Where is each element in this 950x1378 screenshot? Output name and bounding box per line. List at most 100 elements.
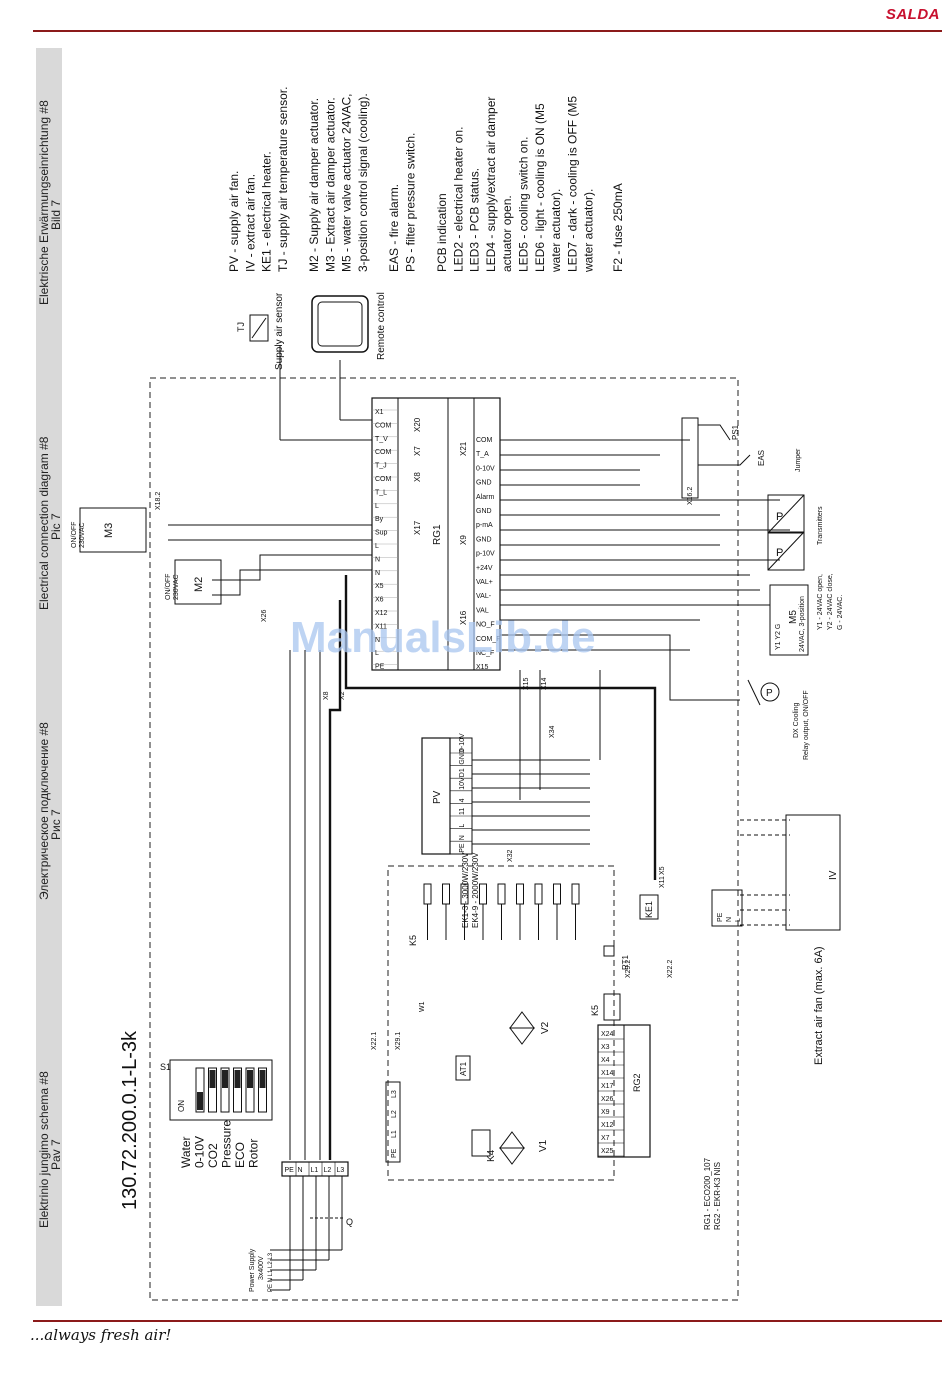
connector-tag: X2	[339, 691, 346, 700]
dip-switch	[208, 1067, 217, 1113]
connector-tag: X26	[261, 609, 268, 622]
heater-element	[553, 883, 561, 905]
rg1-left-terminal: N	[375, 570, 380, 577]
svg-text:AT1: AT1	[459, 1061, 468, 1076]
pv-terminal: 10V	[459, 777, 466, 790]
svg-text:ON: ON	[177, 1100, 186, 1112]
rg1-left-terminal: L	[375, 650, 379, 657]
iv-fan-block: IV Extract air fan (max. 6A)	[740, 814, 841, 1065]
connector-tag: X29.1	[395, 1032, 402, 1050]
legend-line: LED4 - supply/extract air damper	[484, 97, 498, 272]
s1-label: 0-10V	[193, 1136, 207, 1168]
relay-k4: K4	[471, 1129, 497, 1162]
pv-terminal: L	[459, 824, 466, 828]
legend-line: EAS - fire alarm.	[387, 184, 401, 272]
svg-text:EAS: EAS	[757, 450, 766, 466]
legend-line: PCB indication	[435, 193, 449, 272]
m5-valve: M5 Y1 Y2 G 24VAC, 3-position Y1 - 24VAC …	[769, 573, 844, 656]
s1-label: Water	[179, 1136, 193, 1168]
rg1-right-terminal: 0-10V	[476, 465, 495, 472]
title-ru-pic: Рис 7	[49, 809, 63, 840]
rg1-left-terminal: T_J	[375, 463, 387, 470]
legend-line: KE1 - electrical heater.	[260, 151, 274, 272]
rg1-x21: X21	[459, 441, 468, 456]
svg-text:RG1 - ECO200_107: RG1 - ECO200_107	[703, 1157, 712, 1230]
svg-text:Supply air sensor: Supply air sensor	[274, 292, 285, 370]
svg-text:P: P	[776, 547, 783, 559]
connector-tag: X14	[541, 677, 548, 690]
dip-switch	[233, 1067, 242, 1113]
legend-line: LED5 - cooling switch on.	[517, 137, 531, 272]
rg1-right-terminal: GND	[476, 480, 492, 487]
rg1-right-terminal: VAL	[476, 607, 489, 614]
dip-switch	[245, 1067, 255, 1113]
rg1-right-terminal: NC_F	[476, 650, 494, 657]
heater-element	[442, 883, 450, 905]
s1-label: ECO	[233, 1142, 247, 1168]
ps1-eas: PS1 EAS Jumper	[681, 417, 802, 499]
legend-line: LED2 - electrical heater on.	[451, 127, 465, 272]
rg1-right-terminal: +24V	[476, 565, 493, 572]
legend-line: IV - extract air fan.	[243, 174, 257, 272]
dx-cooling-relay: P DX Cooling Relay output, ON/OFF	[747, 679, 810, 760]
connector-tag: X22.2	[667, 960, 674, 978]
title-ru: Электрическое подключение #8	[37, 722, 51, 900]
svg-text:Remote control: Remote control	[376, 292, 387, 360]
svg-text:Q: Q	[346, 1217, 353, 1227]
svg-text:M2: M2	[193, 577, 205, 592]
unit-enclosure	[149, 377, 739, 1301]
rg1-x16: X16	[459, 610, 468, 625]
svg-text:RG2 - EKR-K3 NIS: RG2 - EKR-K3 NIS	[713, 1162, 722, 1230]
pv-terminal: D1	[459, 768, 466, 777]
rg1-right-terminal: X15	[476, 664, 489, 671]
model-number: 130.72.200.0.1-L-3k	[119, 1030, 141, 1210]
legend-line: PS - filter pressure switch.	[403, 133, 417, 272]
title-de: Elektrische Erwärmungseinrichtung #8	[37, 100, 51, 305]
x22-terminal: L2	[391, 1110, 398, 1118]
connector-tag: X29.2	[625, 960, 632, 978]
svg-text:EK1-3 - 3000W/230V: EK1-3 - 3000W/230V	[461, 852, 470, 928]
x23-terminal: PE	[285, 1167, 295, 1174]
legend-line: actuator open.	[500, 195, 514, 272]
rg1-left-terminal: By	[375, 516, 384, 523]
svg-text:PV: PV	[432, 790, 443, 804]
rg1-right-terminal: p-10V	[476, 551, 495, 558]
legend-line: M5 - water valve actuator 24VAC,	[340, 93, 354, 272]
transmitters: P P Transmitters	[767, 494, 824, 571]
rg2-terminal: X12	[601, 1122, 614, 1129]
svg-text:RG2: RG2	[632, 1073, 642, 1092]
pv-terminal: PE	[459, 843, 466, 853]
svg-text:Power Supply: Power Supply	[249, 1248, 256, 1292]
svg-text:G - 24VAC.: G - 24VAC.	[837, 595, 844, 630]
svg-text:V2: V2	[540, 1021, 551, 1034]
header-rule	[33, 30, 942, 32]
svg-text:P: P	[776, 511, 783, 523]
pv-terminal: 4	[459, 798, 466, 802]
svg-text:M5: M5	[788, 610, 799, 624]
svg-text:IV: IV	[828, 870, 839, 880]
rg1-left-terminal: X12	[375, 610, 388, 617]
remote-control: Remote control	[311, 292, 387, 360]
rg2-terminal: X26	[601, 1096, 614, 1103]
rg1-left-terminal: X5	[375, 583, 384, 590]
pv-terminal: GND	[459, 749, 466, 765]
svg-text:K5: K5	[408, 935, 418, 946]
connector-tag: X16.2	[687, 487, 694, 505]
svg-text:PE N L1 L2 L3: PE N L1 L2 L3	[268, 1252, 274, 1292]
rg1-x20: X20	[413, 417, 422, 432]
x23-terminal: N	[298, 1167, 303, 1174]
x16-terminal: N	[726, 917, 733, 922]
rg2-terminal: X14	[601, 1070, 614, 1077]
rg1-wiring	[168, 345, 790, 1160]
rg1-right-terminal: VAL-	[476, 593, 492, 600]
pv-terminal: 11	[459, 808, 466, 815]
ke1-heater: KE1 EK1-3 - 3000W/230V EK4-9 - 2000W/230…	[408, 852, 659, 946]
s1-label: Rotor	[247, 1139, 261, 1168]
pv-terminal: N	[459, 835, 466, 840]
title-lt-pic: Pav 7	[49, 1139, 63, 1170]
rg1-left-terminal: L	[375, 543, 379, 550]
dip-switch	[195, 1067, 205, 1113]
rg1-right-terminal: GND	[476, 536, 492, 543]
